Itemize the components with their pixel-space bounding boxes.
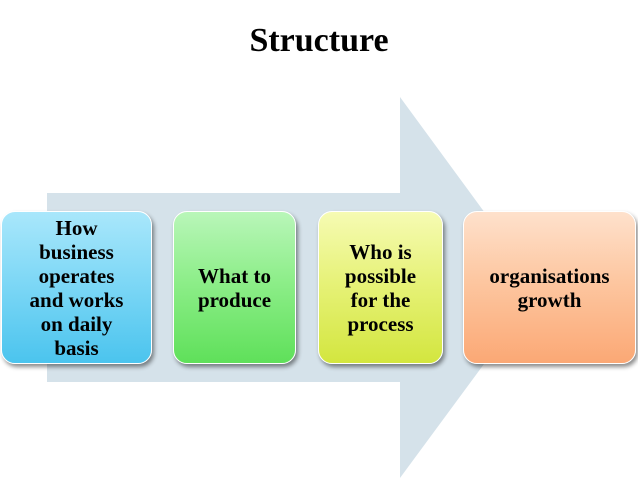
step-box-process: Who is possible for the process xyxy=(318,211,443,364)
page-title: Structure xyxy=(249,22,389,59)
step-box-growth: organisations growth xyxy=(463,211,636,364)
step-box-production: What to produce xyxy=(173,211,296,364)
step-box-operations: How business operates and works on daily… xyxy=(1,211,152,364)
